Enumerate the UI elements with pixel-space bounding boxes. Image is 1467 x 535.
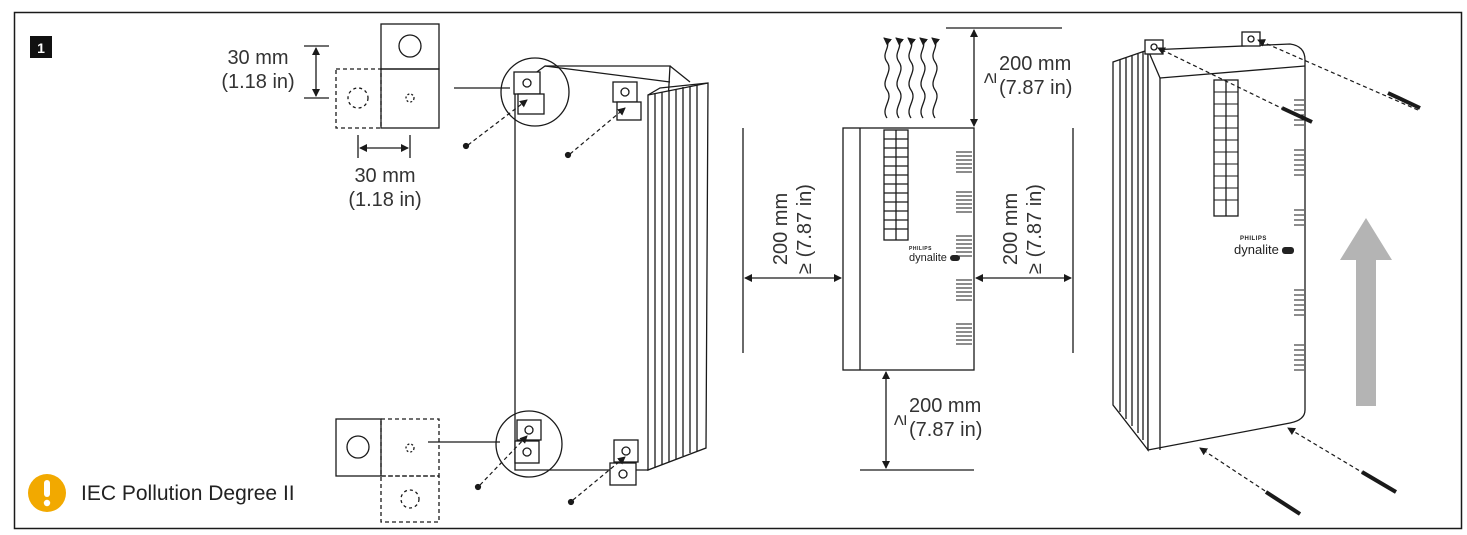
drill-template-bottom	[335, 418, 500, 523]
vent-slots-mounted	[1294, 99, 1304, 371]
detail-circle-top	[500, 57, 570, 127]
left-clearance-label: 200 mm ≥ (7.87 in)	[770, 184, 816, 274]
brand-maker-front: PHILIPS	[909, 246, 932, 252]
bottom-clearance-label: 200 mm (7.87 in)	[909, 395, 983, 441]
brand-product-front: dynalite	[909, 252, 960, 264]
top-clearance-label: 200 mm (7.87 in)	[999, 53, 1073, 99]
terminal-rows-mounted	[1214, 91, 1238, 201]
screws-device1	[462, 99, 626, 506]
screws-device3	[1157, 39, 1421, 516]
pollution-degree-note: IEC Pollution Degree II	[81, 482, 295, 505]
brand-product-mounted: dynalite	[1234, 242, 1295, 257]
drill-template-top	[304, 23, 510, 158]
exclamation-icon	[28, 474, 66, 512]
mount-direction-arrow	[1340, 218, 1392, 406]
device-front-view	[842, 127, 975, 371]
right-clearance-label: 200 mm ≥ (7.87 in)	[1000, 184, 1046, 274]
template-vertical-dim-label: 30 mm (1.18 in)	[221, 47, 295, 93]
heat-dissipation-arrows	[883, 37, 940, 119]
vent-slots-front	[956, 151, 972, 345]
brand-maker-mounted: PHILIPS	[1240, 236, 1267, 242]
step-number: 1	[37, 40, 45, 56]
outer-border	[13, 11, 1463, 530]
device-mounted-view	[1112, 31, 1306, 452]
template-horizontal-dim-label: 30 mm (1.18 in)	[348, 165, 422, 211]
cooling-fins	[647, 82, 709, 471]
detail-circle-bottom	[495, 410, 563, 478]
clearance-lines	[742, 27, 1074, 471]
step-badge	[30, 36, 52, 58]
device-back-view	[513, 65, 709, 486]
